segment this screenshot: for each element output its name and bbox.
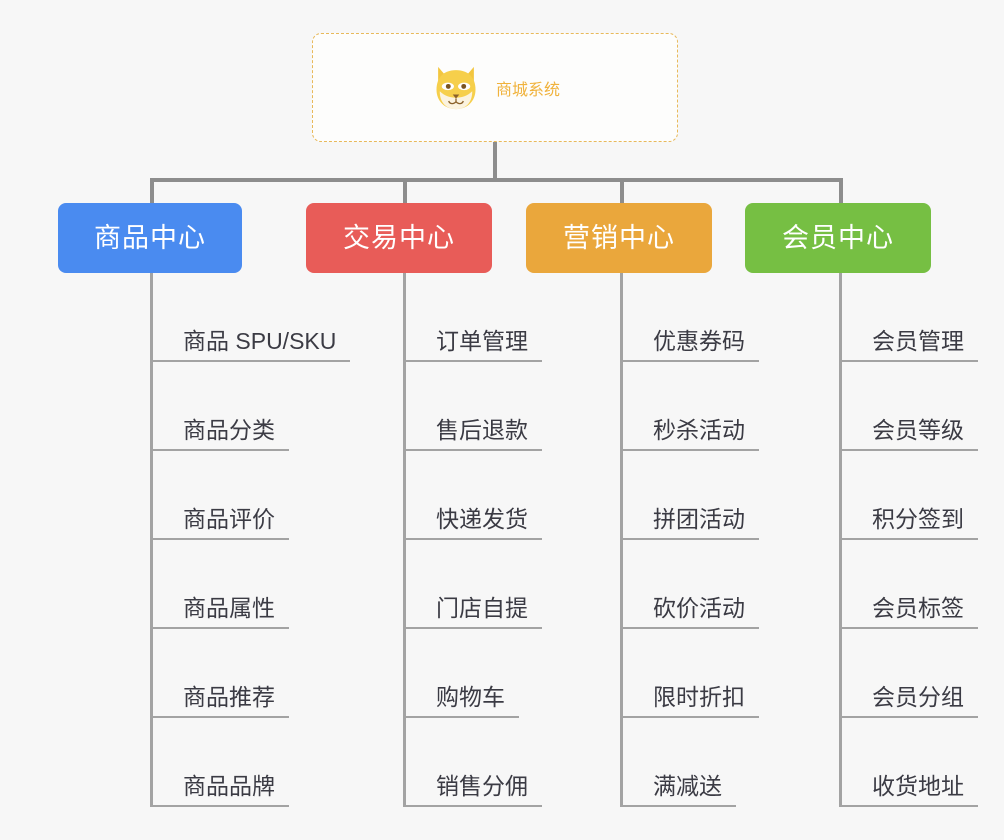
- leaf-underline: 商品属性: [150, 594, 289, 629]
- leaf-underline: 销售分佣: [403, 772, 542, 807]
- leaf-label: 收货地址: [872, 773, 964, 800]
- leaf-item[interactable]: 订单管理: [403, 273, 542, 362]
- leaf-underline: 会员分组: [839, 683, 978, 718]
- leaf-item[interactable]: 商品分类: [150, 362, 350, 451]
- leaf-label: 优惠券码: [653, 328, 745, 355]
- leaf-stack-product-center: 商品 SPU/SKU 商品分类商品评价商品属性商品推荐商品品牌: [150, 273, 351, 807]
- category-label: 商品中心: [94, 222, 206, 253]
- stem-line-member-center: [839, 178, 843, 203]
- horizontal-bus-line: [150, 178, 843, 182]
- leaf-item[interactable]: 快递发货: [403, 451, 542, 540]
- leaf-label: 订单管理: [436, 328, 528, 355]
- leaf-label: 会员分组: [872, 684, 964, 711]
- leaf-label: 快递发货: [436, 506, 528, 533]
- leaf-underline: 会员管理: [839, 327, 978, 362]
- leaf-underline: 商品分类: [150, 416, 289, 451]
- leaf-underline: 门店自提: [403, 594, 542, 629]
- stem-line-product-center: [150, 178, 154, 203]
- leaf-label: 会员标签: [872, 595, 964, 622]
- leaf-underline: 商品推荐: [150, 683, 289, 718]
- leaf-label: 商品推荐: [183, 684, 275, 711]
- leaf-label: 商品评价: [183, 506, 275, 533]
- leaf-item[interactable]: 会员管理: [839, 273, 978, 362]
- leaf-item[interactable]: 商品 SPU/SKU: [150, 273, 351, 362]
- leaf-stack-member-center: 会员管理会员等级积分签到会员标签会员分组收货地址: [839, 273, 978, 807]
- leaf-label: 会员管理: [872, 328, 964, 355]
- leaf-underline: 订单管理: [403, 327, 542, 362]
- leaf-stack-marketing-center: 优惠券码秒杀活动拼团活动砍价活动限时折扣满减送: [620, 273, 759, 807]
- leaf-stack-trade-center: 订单管理售后退款快递发货门店自提购物车销售分佣: [403, 273, 542, 807]
- leaf-underline: 满减送: [620, 772, 736, 807]
- category-box-product-center[interactable]: 商品中心: [58, 203, 242, 273]
- leaf-label: 满减送: [653, 773, 722, 800]
- leaf-label: 商品分类: [183, 417, 275, 444]
- leaf-item[interactable]: 砍价活动: [620, 540, 759, 629]
- category-label: 会员中心: [782, 222, 894, 253]
- leaf-item[interactable]: 商品品牌: [150, 718, 350, 807]
- leaf-underline: 商品评价: [150, 505, 289, 540]
- leaf-label: 会员等级: [872, 417, 964, 444]
- leaf-item[interactable]: 积分签到: [839, 451, 978, 540]
- leaf-item[interactable]: 门店自提: [403, 540, 542, 629]
- leaf-underline: 会员标签: [839, 594, 978, 629]
- leaf-item[interactable]: 秒杀活动: [620, 362, 759, 451]
- leaf-item[interactable]: 售后退款: [403, 362, 542, 451]
- leaf-underline: 优惠券码: [620, 327, 759, 362]
- leaf-label: 限时折扣: [653, 684, 745, 711]
- leaf-label: 门店自提: [436, 595, 528, 622]
- leaf-item[interactable]: 购物车: [403, 629, 542, 718]
- leaf-item[interactable]: 会员分组: [839, 629, 978, 718]
- leaf-item[interactable]: 商品属性: [150, 540, 350, 629]
- leaf-underline: 快递发货: [403, 505, 542, 540]
- root-trunk-line: [493, 142, 497, 182]
- leaf-underline: 会员等级: [839, 416, 978, 451]
- leaf-underline: 购物车: [403, 683, 519, 718]
- stem-line-marketing-center: [620, 178, 624, 203]
- leaf-item[interactable]: 销售分佣: [403, 718, 542, 807]
- leaf-item[interactable]: 会员标签: [839, 540, 978, 629]
- leaf-label: 商品 SPU/SKU: [183, 328, 337, 355]
- category-label: 营销中心: [563, 222, 675, 253]
- leaf-item[interactable]: 限时折扣: [620, 629, 759, 718]
- leaf-label: 拼团活动: [653, 506, 745, 533]
- leaf-label: 砍价活动: [653, 595, 745, 622]
- leaf-label: 购物车: [436, 684, 505, 711]
- leaf-underline: 限时折扣: [620, 683, 759, 718]
- leaf-label: 商品属性: [183, 595, 275, 622]
- leaf-underline: 砍价活动: [620, 594, 759, 629]
- leaf-item[interactable]: 收货地址: [839, 718, 978, 807]
- leaf-item[interactable]: 优惠券码: [620, 273, 759, 362]
- category-box-member-center[interactable]: 会员中心: [745, 203, 931, 273]
- leaf-label: 销售分佣: [436, 773, 528, 800]
- category-box-trade-center[interactable]: 交易中心: [306, 203, 492, 273]
- leaf-label: 商品品牌: [183, 773, 275, 800]
- leaf-item[interactable]: 会员等级: [839, 362, 978, 451]
- shiba-dog-face-icon: [436, 66, 476, 109]
- leaf-item[interactable]: 拼团活动: [620, 451, 759, 540]
- leaf-underline: 商品 SPU/SKU: [150, 327, 351, 362]
- category-box-marketing-center[interactable]: 营销中心: [526, 203, 712, 273]
- leaf-underline: 拼团活动: [620, 505, 759, 540]
- category-label: 交易中心: [343, 222, 455, 253]
- root-title: 商城系统: [495, 81, 560, 99]
- leaf-underline: 积分签到: [839, 505, 978, 540]
- leaf-item[interactable]: 商品推荐: [150, 629, 350, 718]
- leaf-item[interactable]: 商品评价: [150, 451, 350, 540]
- leaf-underline: 商品品牌: [150, 772, 289, 807]
- leaf-item[interactable]: 满减送: [620, 718, 759, 807]
- stem-line-trade-center: [403, 178, 407, 203]
- leaf-underline: 收货地址: [839, 772, 978, 807]
- leaf-underline: 秒杀活动: [620, 416, 759, 451]
- leaf-label: 秒杀活动: [653, 417, 745, 444]
- leaf-underline: 售后退款: [403, 416, 542, 451]
- root-node[interactable]: 商城系统: [312, 33, 678, 142]
- leaf-label: 售后退款: [436, 417, 528, 444]
- leaf-label: 积分签到: [872, 506, 964, 533]
